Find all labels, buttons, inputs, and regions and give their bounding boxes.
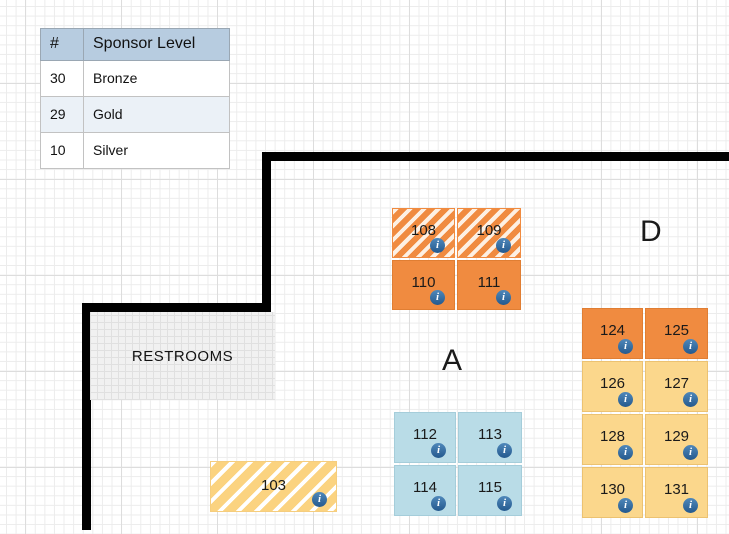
booth-number: 126 [599,375,626,392]
booth-114[interactable]: 114 i [394,465,456,516]
restrooms-label: RESTROOMS [131,347,234,365]
info-icon[interactable]: i [496,290,511,305]
info-icon[interactable]: i [683,498,698,513]
booth-number: 113 [478,426,502,443]
booth-number: 130 [599,481,626,498]
legend-row-gold: 29 Gold [40,96,230,133]
area-label-d: D [640,215,662,248]
booth-number: 112 [413,426,437,443]
booth-128[interactable]: 128 i [582,414,643,465]
info-icon[interactable]: i [683,392,698,407]
booth-112[interactable]: 112 i [394,412,456,463]
booth-108[interactable]: 108 i [392,208,455,258]
area-label-a: A [442,344,463,377]
legend-count: 29 [40,96,84,133]
legend-row-silver: 10 Silver [40,132,230,169]
booth-number: 131 [663,481,690,498]
booth-number: 115 [478,479,502,496]
info-icon[interactable]: i [496,238,511,253]
info-icon[interactable]: i [497,496,512,511]
booth-number: 111 [477,274,501,291]
booth-number: 109 [476,222,502,239]
legend-col-level: Sponsor Level [83,28,230,61]
booth-130[interactable]: 130 i [582,467,643,518]
booth-103[interactable]: 103 i [210,461,337,512]
booth-113[interactable]: 113 i [458,412,522,463]
booth-number: 128 [599,428,626,445]
booth-115[interactable]: 115 i [458,465,522,516]
restrooms-zone: RESTROOMS [90,312,275,400]
booth-125[interactable]: 125 i [645,308,708,359]
legend-level: Gold [83,96,230,133]
booth-number: 110 [411,274,436,291]
info-icon[interactable]: i [683,445,698,460]
legend-header-row: # Sponsor Level [40,28,230,61]
info-icon[interactable]: i [430,290,445,305]
info-icon[interactable]: i [618,498,633,513]
booth-number: 108 [410,222,437,239]
wall-upper-vertical [262,152,271,312]
legend-level: Silver [83,132,230,169]
legend-level: Bronze [83,60,230,97]
booth-number: 129 [663,428,690,445]
booth-111[interactable]: 111 i [457,260,521,310]
wall-middle [82,303,271,312]
booth-127[interactable]: 127 i [645,361,708,412]
legend-count: 10 [40,132,84,169]
booth-126[interactable]: 126 i [582,361,643,412]
info-icon[interactable]: i [618,339,633,354]
booth-number: 114 [413,479,437,496]
booth-number: 124 [599,322,626,339]
booth-number: 125 [663,322,690,339]
booth-number: 103 [260,477,287,494]
info-icon[interactable]: i [618,445,633,460]
info-icon[interactable]: i [430,238,445,253]
info-icon[interactable]: i [618,392,633,407]
info-icon[interactable]: i [683,339,698,354]
booth-129[interactable]: 129 i [645,414,708,465]
sponsor-legend-table: # Sponsor Level 30 Bronze 29 Gold 10 Sil… [40,28,230,169]
wall-top [262,152,729,161]
booth-number: 127 [663,375,690,392]
booth-124[interactable]: 124 i [582,308,643,359]
wall-lower-vertical [82,303,91,530]
legend-count: 30 [40,60,84,97]
info-icon[interactable]: i [431,496,446,511]
info-icon[interactable]: i [431,443,446,458]
info-icon[interactable]: i [497,443,512,458]
booth-131[interactable]: 131 i [645,467,708,518]
booth-109[interactable]: 109 i [457,208,521,258]
info-icon[interactable]: i [312,492,327,507]
booth-110[interactable]: 110 i [392,260,455,310]
legend-col-count: # [40,28,84,61]
legend-row-bronze: 30 Bronze [40,60,230,97]
